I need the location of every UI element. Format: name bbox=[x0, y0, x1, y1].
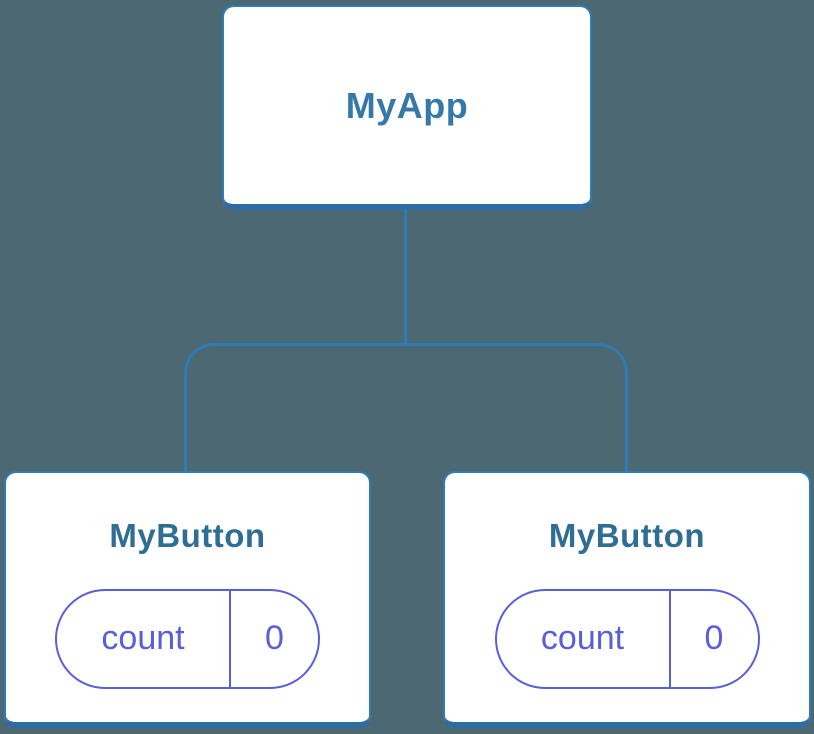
connector-trunk-line bbox=[404, 209, 407, 345]
child-node-label: MyButton bbox=[548, 517, 706, 554]
child-node-label: MyButton bbox=[109, 517, 266, 554]
connector-branch-bracket bbox=[184, 343, 628, 471]
state-pill: count 0 bbox=[494, 588, 760, 689]
root-node-label: MyApp bbox=[345, 84, 469, 126]
state-value: 0 bbox=[265, 619, 284, 658]
state-pill: count 0 bbox=[55, 588, 320, 689]
state-key-label: count bbox=[57, 590, 231, 687]
state-key-label: count bbox=[497, 590, 671, 687]
tree-node-mybutton-left: MyButton count 0 bbox=[4, 471, 371, 728]
tree-node-mybutton-right: MyButton count 0 bbox=[443, 471, 811, 728]
tree-node-myapp: MyApp bbox=[222, 5, 592, 210]
state-value: 0 bbox=[704, 619, 724, 658]
